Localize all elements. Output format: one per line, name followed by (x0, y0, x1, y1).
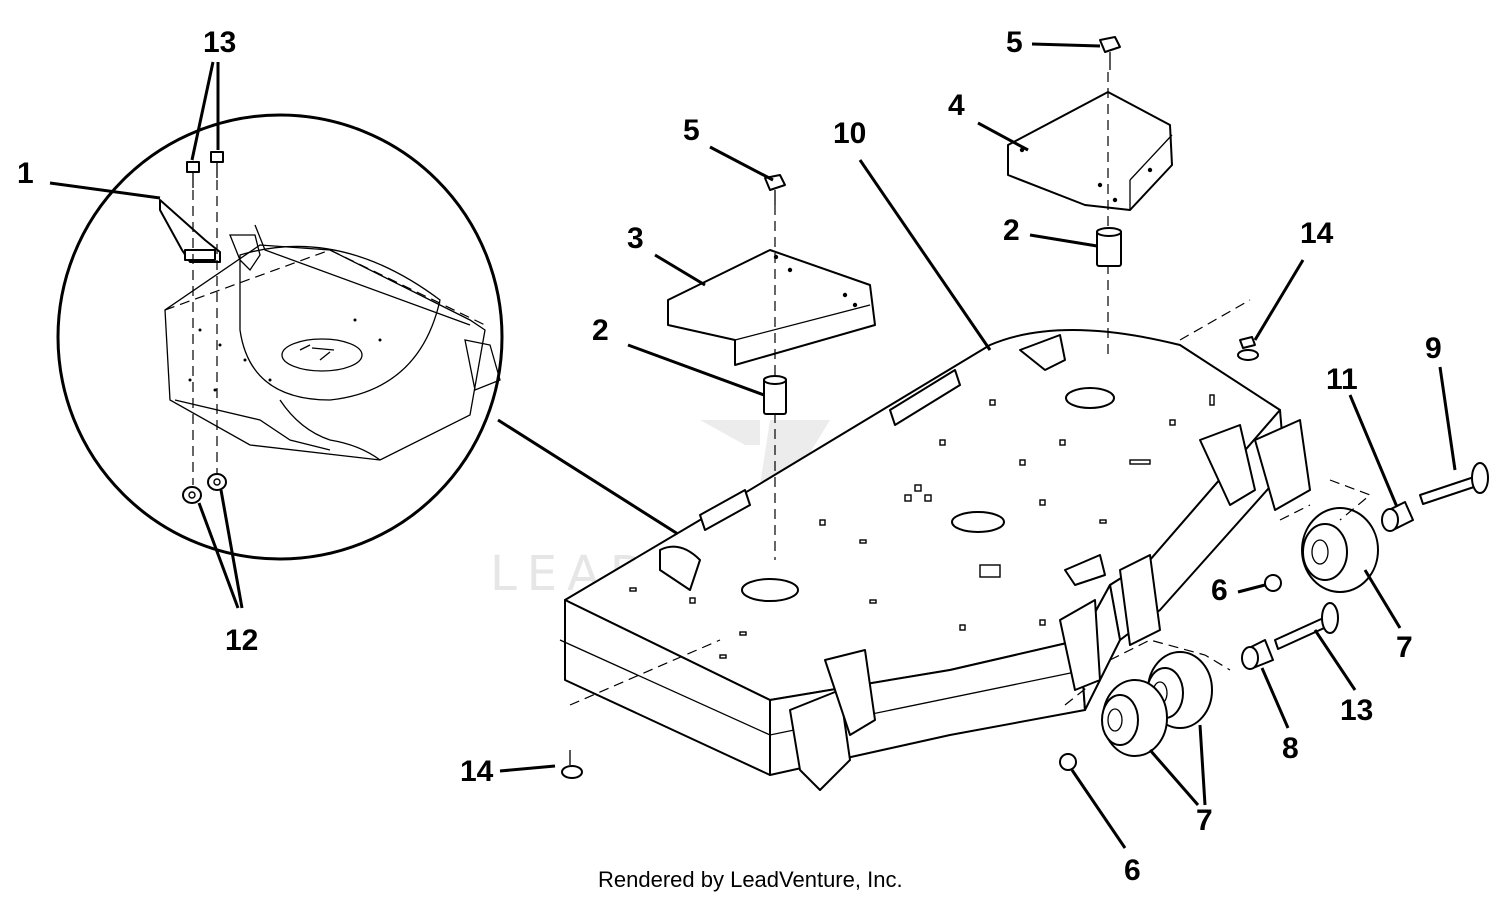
part-1-bracket (159, 199, 221, 263)
callout-10: 10 (833, 117, 866, 150)
callout-7-lower: 7 (1196, 804, 1213, 837)
detail-view (56, 113, 701, 561)
deck-top-surface (564, 329, 1281, 701)
part-11-bushing (1381, 501, 1414, 532)
part-2-spacer-right (1096, 227, 1122, 267)
leader-12-b (219, 489, 244, 609)
deck-tab-1 (699, 489, 751, 531)
leader-13-detail-a (190, 61, 215, 161)
wheel-right-dash (1279, 479, 1372, 521)
leader-6-lower (1070, 769, 1127, 849)
leader-8 (1260, 667, 1290, 729)
part-5-bolt-right (1099, 36, 1121, 70)
front-bracket-right (824, 649, 876, 736)
leader-3 (654, 253, 706, 287)
callout-labels: 1 13 12 5 3 2 10 5 4 2 14 9 11 6 7 13 8 … (17, 26, 1442, 887)
detail-nuts-12 (182, 473, 227, 504)
leader-7-lower-b (1198, 724, 1207, 806)
callout-13-lower: 13 (1340, 694, 1373, 727)
part-7-wheel-lower-front (1101, 679, 1168, 757)
callout-5-right: 5 (1006, 26, 1023, 59)
baffle-4-assembly (1007, 36, 1173, 360)
leader-7-lower-a (1148, 749, 1200, 806)
deck-surface-holes (629, 394, 1215, 659)
leader-2-left (627, 343, 765, 397)
callout-6-lower: 6 (1124, 854, 1141, 887)
part-13-bolt-lower (1274, 602, 1339, 650)
wheel-lower-dash (1064, 639, 1231, 706)
right-bracket-rear (1254, 419, 1311, 511)
part-14-bolt-left (561, 750, 583, 779)
part-2-spacer-left (763, 375, 787, 415)
callout-12: 12 (225, 624, 258, 657)
detail-holes (188, 318, 382, 392)
detail-circle (56, 113, 504, 561)
right-bracket-upper (1199, 424, 1256, 506)
callout-8: 8 (1282, 732, 1299, 765)
callout-14-right: 14 (1300, 217, 1334, 250)
leader-5-left (709, 145, 774, 182)
alignment-line-14-right (1179, 299, 1251, 341)
center-spindle-opening (951, 511, 1005, 533)
leader-1 (49, 181, 161, 200)
part-3-baffle (667, 249, 876, 366)
callout-5-left: 5 (683, 114, 700, 147)
deck-tab-3 (1019, 334, 1066, 371)
front-bracket-left (789, 689, 851, 791)
leader-5-right (1031, 42, 1101, 48)
callout-2-left: 2 (592, 314, 609, 347)
callout-4: 4 (948, 89, 965, 122)
right-spindle-opening (1065, 387, 1115, 409)
leader-9 (1438, 366, 1457, 471)
render-credit-caption: Rendered by LeadVenture, Inc. (598, 867, 903, 892)
callout-14-left: 14 (460, 755, 494, 788)
part-4-baffle (1007, 91, 1173, 211)
alignment-line-14-left (569, 639, 721, 706)
baffle-3-assembly (667, 174, 876, 560)
leader-7-right (1363, 569, 1402, 629)
deck-tab-2 (889, 369, 961, 426)
leader-2-right (1029, 233, 1098, 248)
mower-deck (559, 329, 1311, 791)
callout-2-right: 2 (1003, 214, 1020, 247)
left-spindle-opening (741, 578, 799, 602)
right-bracket-mid (1119, 554, 1161, 646)
leader-12-a (197, 502, 240, 609)
part-8-bushing (1241, 639, 1274, 670)
right-bracket-lower (1059, 599, 1101, 691)
leader-13-lower (1313, 629, 1357, 691)
part-7-wheel-right (1301, 507, 1379, 593)
part-14-bolt-right (1237, 336, 1259, 361)
part-9-bolt (1419, 462, 1489, 505)
part-5-bolt-left (764, 174, 786, 205)
detail-connector-line (497, 418, 701, 550)
part-6-nut-upper (1264, 574, 1282, 592)
callout-1: 1 (17, 157, 34, 190)
deck-tab-4 (659, 545, 701, 591)
leader-14-right (1253, 259, 1305, 341)
detail-deck-housing (164, 244, 486, 461)
leader-14-left (499, 764, 556, 773)
callout-9: 9 (1425, 332, 1442, 365)
detail-bolts-13 (186, 151, 224, 188)
leader-6-upper (1237, 583, 1266, 594)
detail-spindle-opening (281, 338, 363, 372)
callout-7-right: 7 (1396, 631, 1413, 664)
callout-3: 3 (627, 222, 644, 255)
part-6-nut-lower (1059, 753, 1077, 771)
leader-11 (1348, 394, 1399, 508)
part-1-base (184, 249, 216, 261)
callout-13-detail: 13 (203, 26, 236, 59)
callout-11: 11 (1326, 363, 1358, 396)
callout-6-upper: 6 (1211, 574, 1228, 607)
leader-10 (858, 159, 992, 351)
deck-tab-5 (1064, 554, 1106, 586)
leader-4 (977, 121, 1029, 152)
